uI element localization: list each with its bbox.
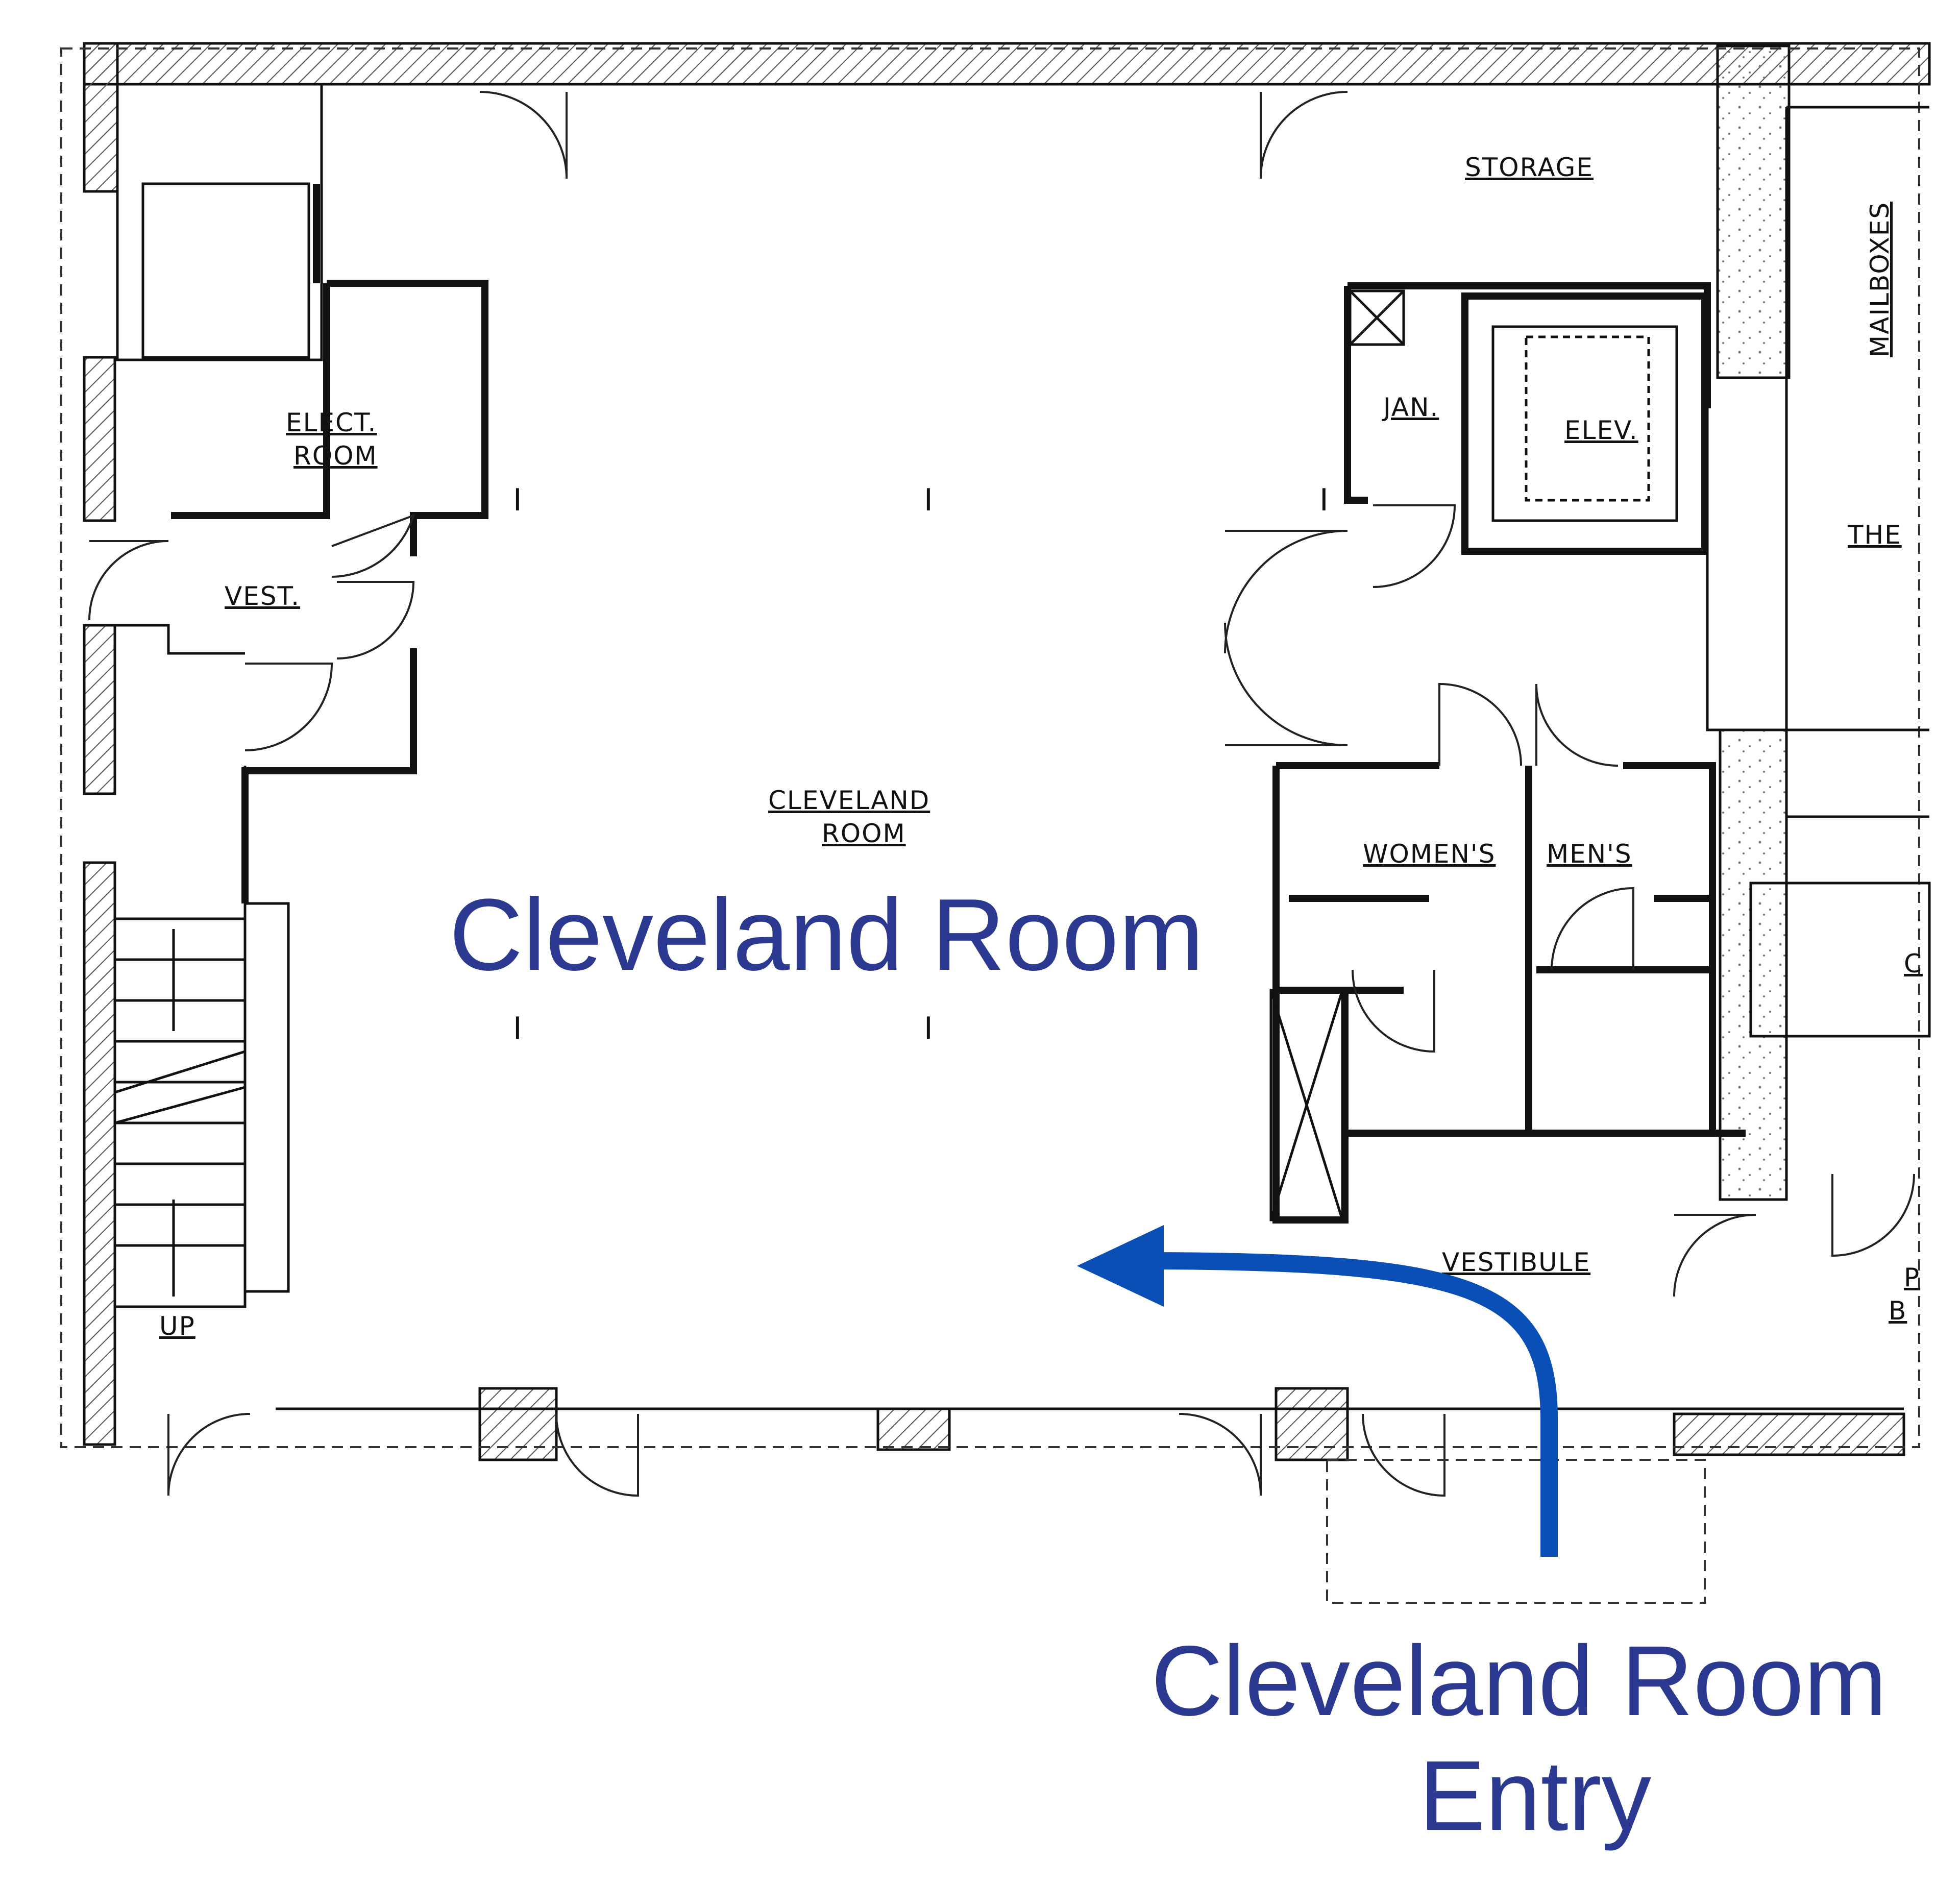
- column-markers: I I I I I: [513, 482, 1329, 1046]
- elevator-label: ELEV.: [1564, 415, 1638, 445]
- entry-annotation-line-1: Cleveland Room: [1151, 1625, 1887, 1737]
- partial-c-label: C: [1904, 949, 1923, 979]
- interior-walls: [171, 184, 1746, 1224]
- mailboxes-label: MAILBOXES: [1865, 202, 1895, 357]
- room-labels: STORAGE MAILBOXES ELECT. ROOM JAN. ELEV.…: [159, 153, 1923, 1341]
- arrow-head-icon: [1077, 1225, 1164, 1307]
- partitions: [84, 83, 1931, 1410]
- vestibule-label: VESTIBULE: [1442, 1248, 1590, 1277]
- main-room-annotation: Cleveland Room: [449, 878, 1204, 992]
- annotations: Cleveland Room Cleveland Room Entry: [449, 878, 1887, 1851]
- vest-label: VEST.: [225, 581, 300, 611]
- mens-restroom-label: MEN'S: [1547, 839, 1632, 869]
- entry-annotation-line-2: Entry: [1419, 1740, 1652, 1851]
- concrete-columns: [1716, 44, 1791, 1201]
- storage-label: STORAGE: [1465, 153, 1594, 182]
- column-marker: I: [513, 1011, 522, 1046]
- womens-restroom-label: WOMEN'S: [1363, 839, 1496, 869]
- elect-room-label-2: ROOM: [293, 441, 378, 471]
- cleveland-room-label-1: CLEVELAND: [768, 786, 930, 815]
- partial-p-label: P: [1904, 1263, 1920, 1292]
- janitor-label: JAN.: [1382, 393, 1439, 422]
- elect-room-label-1: ELECT.: [286, 408, 377, 437]
- column-marker: I: [513, 482, 522, 518]
- entry-canopy: [1326, 1459, 1706, 1604]
- doors: [88, 91, 1915, 1497]
- partial-b-label: B: [1889, 1296, 1907, 1326]
- stairs-up-label: UP: [159, 1311, 195, 1341]
- cleveland-room-label-2: ROOM: [822, 819, 906, 848]
- property-line: [60, 47, 1920, 1448]
- exterior-walls: [83, 42, 1931, 1461]
- column-marker: I: [1319, 482, 1329, 518]
- column-marker: I: [924, 482, 933, 518]
- the-label: THE: [1847, 520, 1902, 550]
- stairs: [113, 917, 247, 1308]
- column-marker: I: [924, 1011, 933, 1046]
- entry-arrow: [1077, 1225, 1558, 1557]
